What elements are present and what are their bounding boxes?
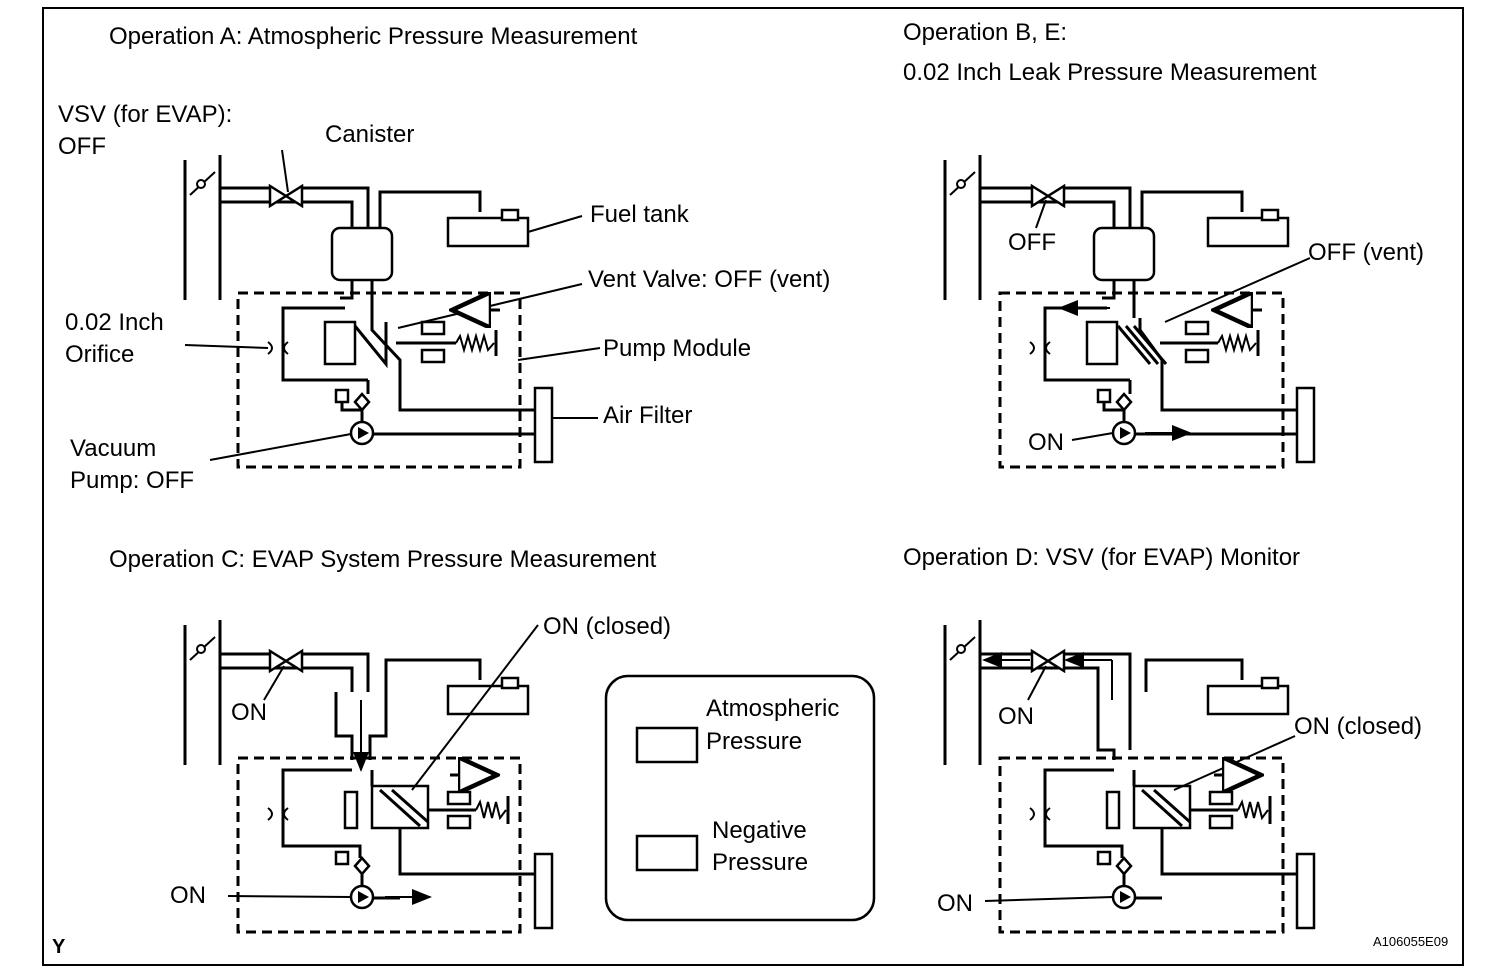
air-filter-icon bbox=[533, 386, 554, 464]
switching-valve-body bbox=[323, 320, 357, 366]
orifice-icon bbox=[1029, 341, 1051, 355]
vsv-valve-icon bbox=[268, 183, 304, 209]
panel-c-title: Operation C: EVAP System Pressure Measur… bbox=[109, 546, 657, 573]
corner-mark: Y bbox=[52, 936, 66, 958]
orifice-icon bbox=[267, 807, 289, 821]
panel-b-subtitle: 0.02 Inch Leak Pressure Measurement bbox=[903, 59, 1317, 86]
panel-d: Operation D: VSV (for EVAP) Monitor ON O… bbox=[903, 544, 1422, 934]
vacuum-pump-state: Pump: OFF bbox=[70, 467, 194, 494]
fuel-tank-label: Fuel tank bbox=[590, 201, 690, 228]
panel-b-vsv-state: OFF bbox=[1008, 229, 1056, 256]
vsv-state: OFF bbox=[58, 133, 106, 160]
legend-swatch-atmospheric bbox=[635, 726, 699, 764]
panel-c-vent-state: ON (closed) bbox=[543, 613, 671, 640]
fuel-tank-icon bbox=[1206, 208, 1290, 248]
canister-label: Canister bbox=[325, 121, 414, 148]
orifice-label: 0.02 Inch bbox=[65, 309, 164, 336]
solenoid-icon bbox=[428, 790, 510, 830]
legend-swatch-negative bbox=[635, 834, 699, 872]
air-filter-icon bbox=[1295, 386, 1316, 464]
pump-module-outline bbox=[998, 291, 1285, 469]
panel-a-title: Operation A: Atmospheric Pressure Measur… bbox=[109, 23, 638, 50]
panel-b-title: Operation B, E: bbox=[903, 19, 1067, 46]
vent-valve-label: Vent Valve: OFF (vent) bbox=[588, 266, 830, 293]
orifice-icon bbox=[1029, 807, 1051, 821]
legend-negative-label: Negative bbox=[712, 817, 807, 844]
panel-a: Operation A: Atmospheric Pressure Measur… bbox=[58, 23, 830, 494]
solenoid-icon bbox=[1160, 320, 1260, 364]
air-filter-icon bbox=[1295, 852, 1316, 930]
fuel-tank-icon bbox=[1206, 676, 1290, 716]
pump-module-outline bbox=[236, 291, 522, 469]
canister-icon bbox=[330, 226, 394, 282]
panel-c-vsv-state: ON bbox=[231, 699, 267, 726]
fuel-tank-icon bbox=[446, 208, 530, 248]
vacuum-pump-label: Vacuum bbox=[70, 435, 156, 462]
panel-d-vsv-state: ON bbox=[998, 703, 1034, 730]
fuel-tank-icon bbox=[446, 676, 530, 716]
panel-b-pump-state: ON bbox=[1028, 429, 1064, 456]
orifice-label-2: Orifice bbox=[65, 341, 134, 368]
vsv-valve-icon bbox=[268, 648, 304, 674]
air-filter-icon bbox=[533, 852, 554, 930]
panel-c: Operation C: EVAP System Pressure Measur… bbox=[109, 546, 671, 934]
panel-d-vent-state: ON (closed) bbox=[1294, 713, 1422, 740]
vsv-label: VSV (for EVAP): bbox=[58, 101, 232, 128]
canister-icon bbox=[1092, 226, 1156, 282]
orifice-icon bbox=[267, 341, 289, 355]
panel-d-pump-state: ON bbox=[937, 890, 973, 917]
air-filter-label: Air Filter bbox=[603, 402, 692, 429]
legend: Atmospheric Pressure Negative Pressure bbox=[604, 674, 876, 922]
pump-module-outline bbox=[236, 756, 522, 934]
panel-c-pump-state: ON bbox=[170, 882, 206, 909]
pump-module-outline bbox=[998, 756, 1285, 934]
legend-atmospheric-label-2: Pressure bbox=[706, 728, 802, 755]
switching-valve-body bbox=[1085, 320, 1119, 366]
panel-d-title: Operation D: VSV (for EVAP) Monitor bbox=[903, 544, 1300, 571]
legend-negative-label-2: Pressure bbox=[712, 849, 808, 876]
solenoid-icon bbox=[1190, 790, 1272, 830]
figure-code: A106055E09 bbox=[1373, 934, 1448, 949]
pump-module-label: Pump Module bbox=[603, 335, 751, 362]
vsv-valve-icon bbox=[1030, 183, 1066, 209]
legend-atmospheric-label: Atmospheric bbox=[706, 695, 839, 722]
panel-b: Operation B, E: 0.02 Inch Leak Pressure … bbox=[903, 19, 1424, 469]
solenoid-icon bbox=[396, 320, 498, 364]
outer-frame bbox=[42, 7, 1464, 966]
panel-b-vent-state: OFF (vent) bbox=[1308, 239, 1424, 266]
